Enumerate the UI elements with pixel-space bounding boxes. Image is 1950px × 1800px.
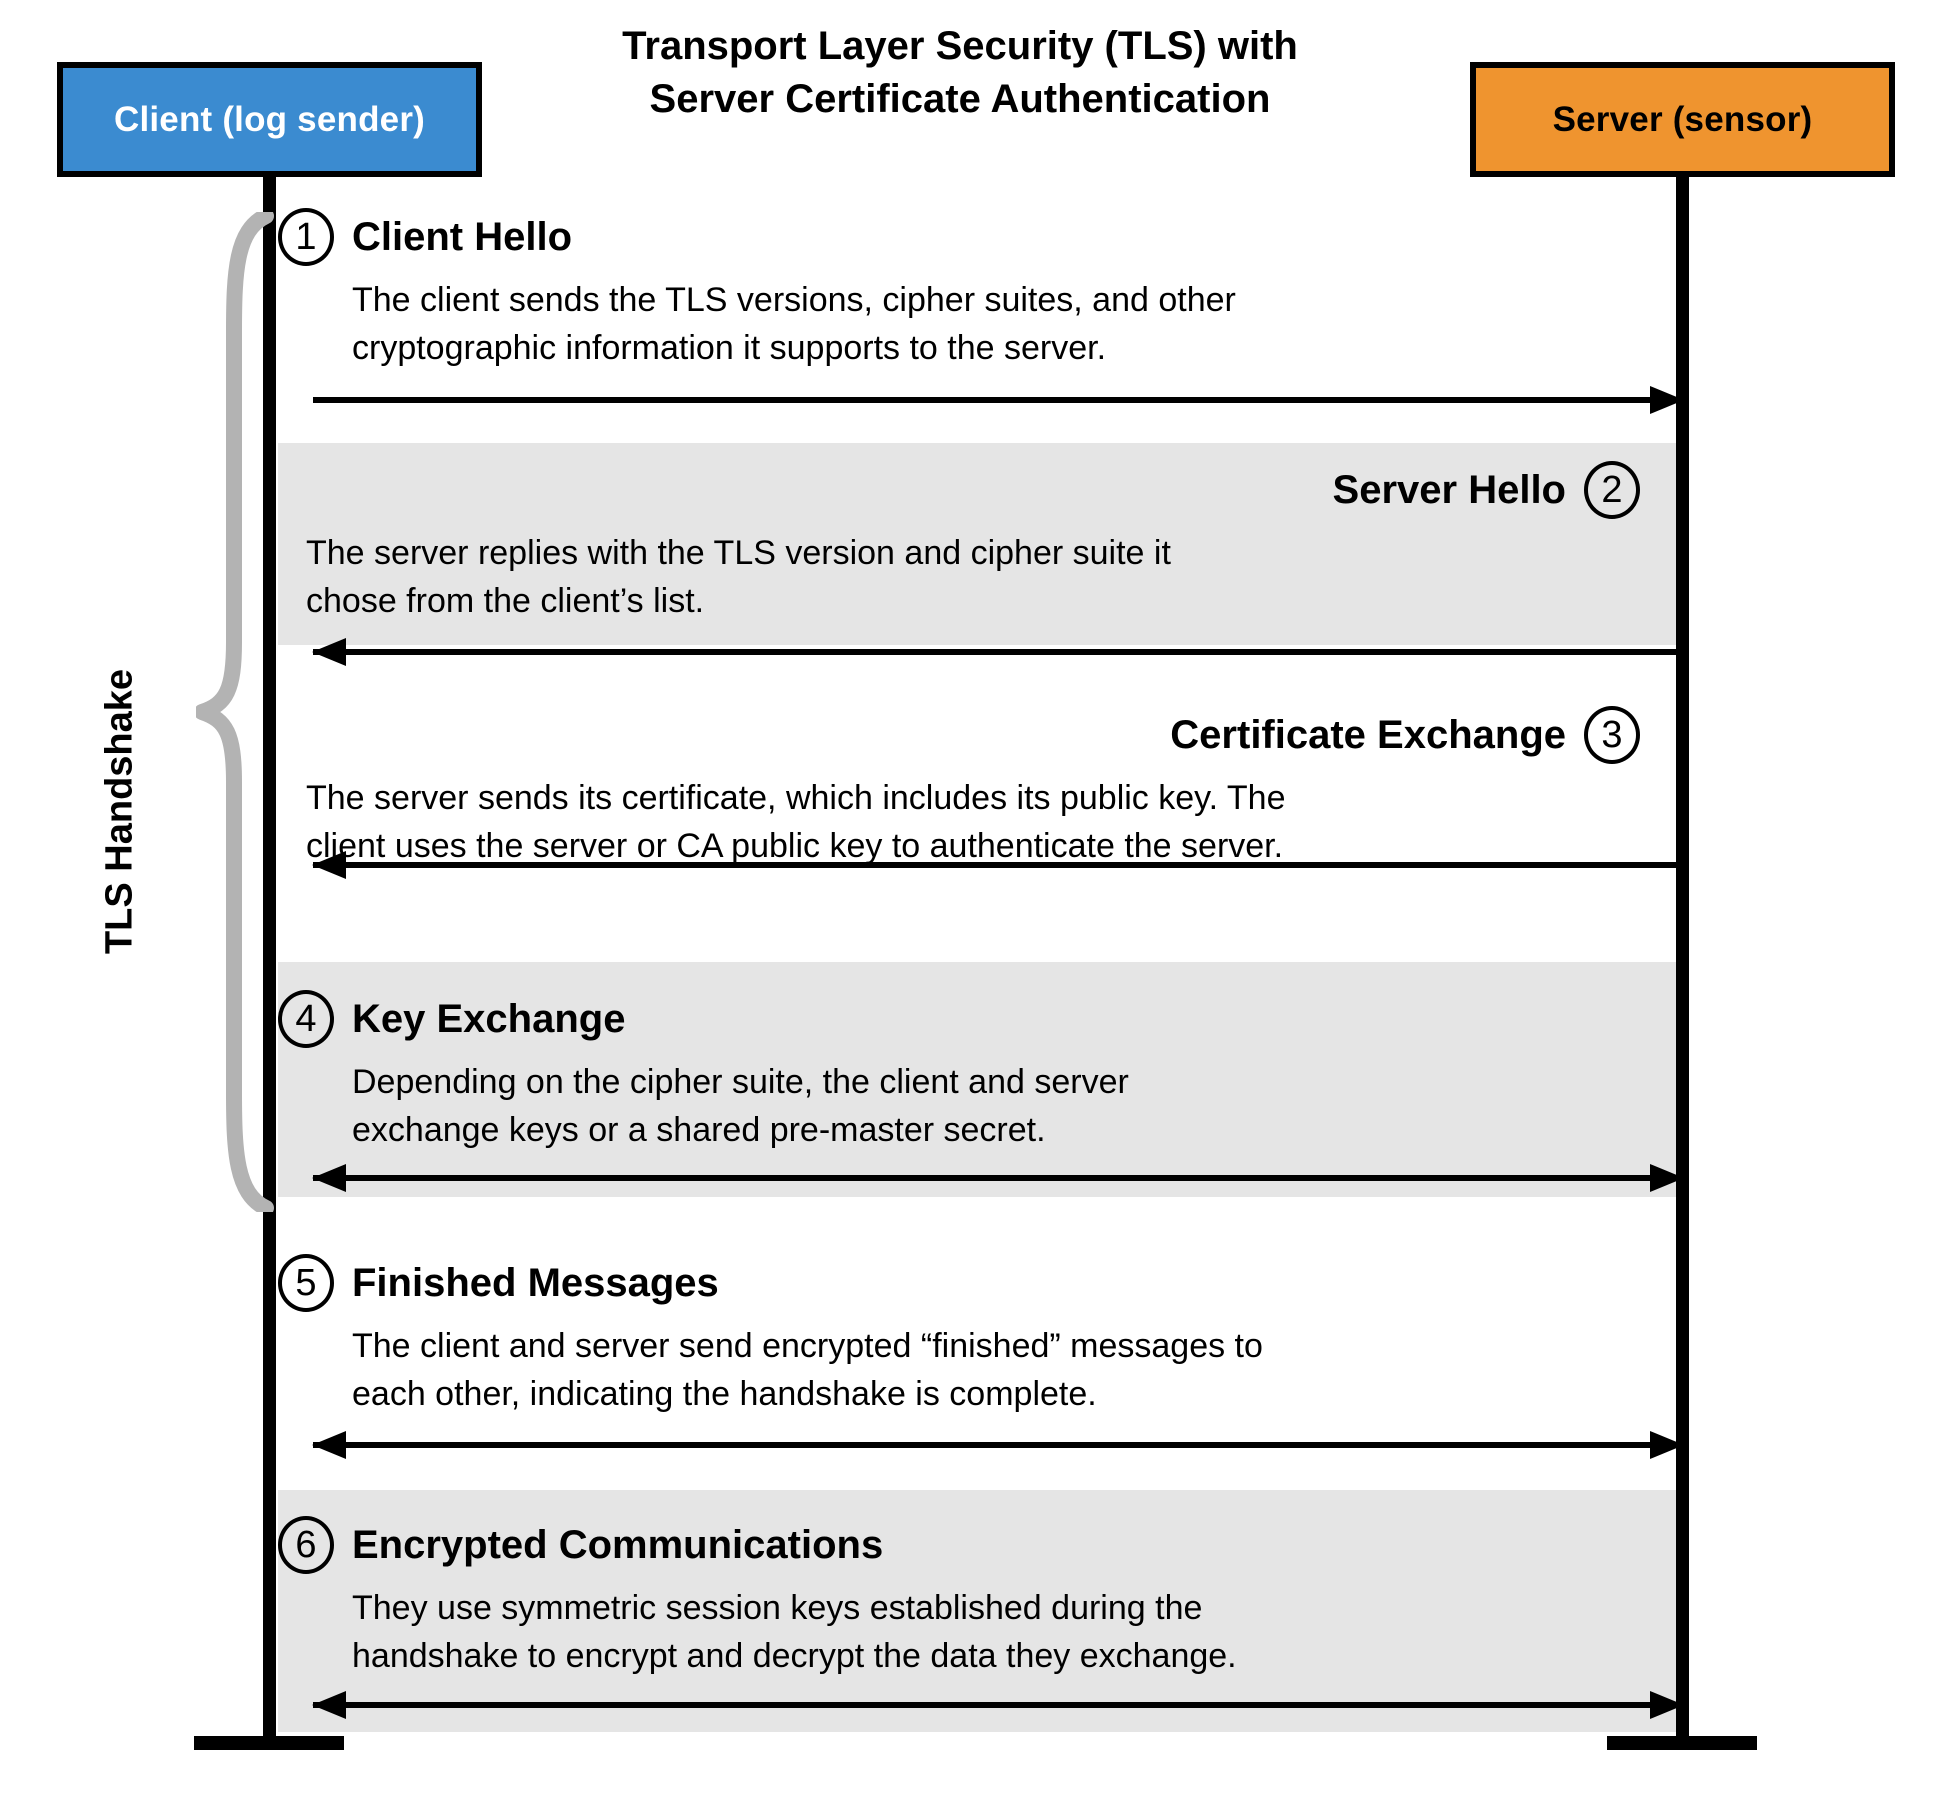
step-5-number-badge: 5 [278,1254,334,1312]
step-5-description-line-1: The client and server send encrypted “fi… [352,1327,1263,1365]
step-6-header: 6 Encrypted Communications [278,1516,1676,1574]
step-5-header: 5 Finished Messages [278,1254,1676,1312]
step-3: Certificate Exchange 3 The server sends … [278,706,1640,871]
step-4-number-badge: 4 [278,990,334,1048]
step-2-description-line-2: chose from the client’s list. [306,582,705,621]
step-5-description-line-2: each other, indicating the handshake is … [352,1375,1097,1414]
arrow-head-left-icon [312,638,346,666]
arrow-head-right-icon [1650,1691,1684,1719]
step-5-title: Finished Messages [352,1261,719,1305]
step-6-number-badge: 6 [278,1516,334,1574]
step-6-description-line-2: handshake to encrypt and decrypt the dat… [352,1637,1237,1676]
step-3-title: Certificate Exchange [1170,713,1566,757]
step-3-description-line-2: client uses the server or CA public key … [306,827,1284,866]
server-actor-box: Server (sensor) [1470,62,1895,177]
step-6-description-line-1: They use symmetric session keys establis… [352,1589,1203,1627]
step-2-header: Server Hello 2 [278,461,1640,519]
step-band-2: Server Hello 2 The server replies with t… [278,443,1676,645]
step-4-header: 4 Key Exchange [278,990,1676,1048]
arrow-head-left-icon [312,1164,346,1192]
message-arrow-3-server-to-client [312,850,1683,879]
arrow-head-left-icon [312,1431,346,1459]
step-band-4: 4 Key Exchange Depending on the cipher s… [278,962,1676,1197]
client-lifeline [263,174,276,1739]
step-4: 4 Key Exchange Depending on the cipher s… [278,990,1676,1155]
arrow-head-left-icon [312,851,346,879]
step-3-number-badge: 3 [1584,706,1640,764]
arrow-line [313,649,1683,655]
step-4-description-line-2: exchange keys or a shared pre-master sec… [352,1111,1046,1150]
step-1-description: The client sends the TLS versions, ciphe… [352,276,1676,373]
step-5: 5 Finished Messages The client and serve… [278,1254,1676,1419]
message-arrow-5-bidirectional [312,1430,1684,1459]
arrow-head-left-icon [312,1691,346,1719]
message-arrow-4-bidirectional [312,1163,1684,1192]
step-2-title: Server Hello [1332,468,1566,512]
arrow-line [313,862,1683,868]
step-band-3: Certificate Exchange 3 The server sends … [278,690,1676,898]
server-actor-label: Server (sensor) [1552,99,1813,139]
step-6-title: Encrypted Communications [352,1523,884,1567]
page-title: Transport Layer Security (TLS) with Serv… [530,20,1390,126]
arrow-head-right-icon [1650,1164,1684,1192]
arrow-head-right-icon [1650,1431,1684,1459]
step-3-header: Certificate Exchange 3 [278,706,1640,764]
server-lifeline-foot [1607,1736,1757,1750]
step-band-6: 6 Encrypted Communications They use symm… [278,1490,1676,1732]
client-lifeline-foot [194,1736,344,1750]
arrow-line [313,1442,1683,1448]
step-1-description-line-1: The client sends the TLS versions, ciphe… [352,281,1236,319]
tls-handshake-bracket-label: TLS Handshake [98,668,141,955]
step-4-description-line-1: Depending on the cipher suite, the clien… [352,1063,1129,1101]
title-line-1: Transport Layer Security (TLS) with [622,24,1298,68]
step-1-title: Client Hello [352,215,573,259]
step-1-number-badge: 1 [278,208,334,266]
step-4-description: Depending on the cipher suite, the clien… [352,1058,1676,1155]
step-2-number-badge: 2 [1584,461,1640,519]
step-6-description: They use symmetric session keys establis… [352,1584,1676,1681]
arrow-line [313,1702,1683,1708]
title-line-2: Server Certificate Authentication [649,76,1271,121]
step-2-description-line-1: The server replies with the TLS version … [306,534,1171,572]
step-4-title: Key Exchange [352,997,626,1041]
step-6: 6 Encrypted Communications They use symm… [278,1516,1676,1681]
client-actor-label: Client (log sender) [113,99,426,139]
arrow-line [313,397,1683,403]
step-1: 1 Client Hello The client sends the TLS … [278,208,1676,373]
step-2: Server Hello 2 The server replies with t… [278,461,1640,626]
client-actor-box: Client (log sender) [57,62,482,177]
server-lifeline [1676,174,1689,1739]
step-3-description: The server sends its certificate, which … [306,774,1618,871]
step-1-header: 1 Client Hello [278,208,1676,266]
step-band-5: 5 Finished Messages The client and serve… [278,1228,1676,1456]
arrow-line [313,1175,1683,1181]
message-arrow-6-bidirectional [312,1690,1684,1719]
step-1-description-line-2: cryptographic information it supports to… [352,329,1107,368]
arrow-head-right-icon [1650,386,1684,414]
message-arrow-2-server-to-client [312,637,1683,666]
step-5-description: The client and server send encrypted “fi… [352,1322,1676,1419]
step-3-description-line-1: The server sends its certificate, which … [306,779,1286,817]
step-2-description: The server replies with the TLS version … [306,529,1554,626]
message-arrow-1-client-to-server [313,385,1684,414]
step-band-1: 1 Client Hello The client sends the TLS … [278,178,1676,396]
